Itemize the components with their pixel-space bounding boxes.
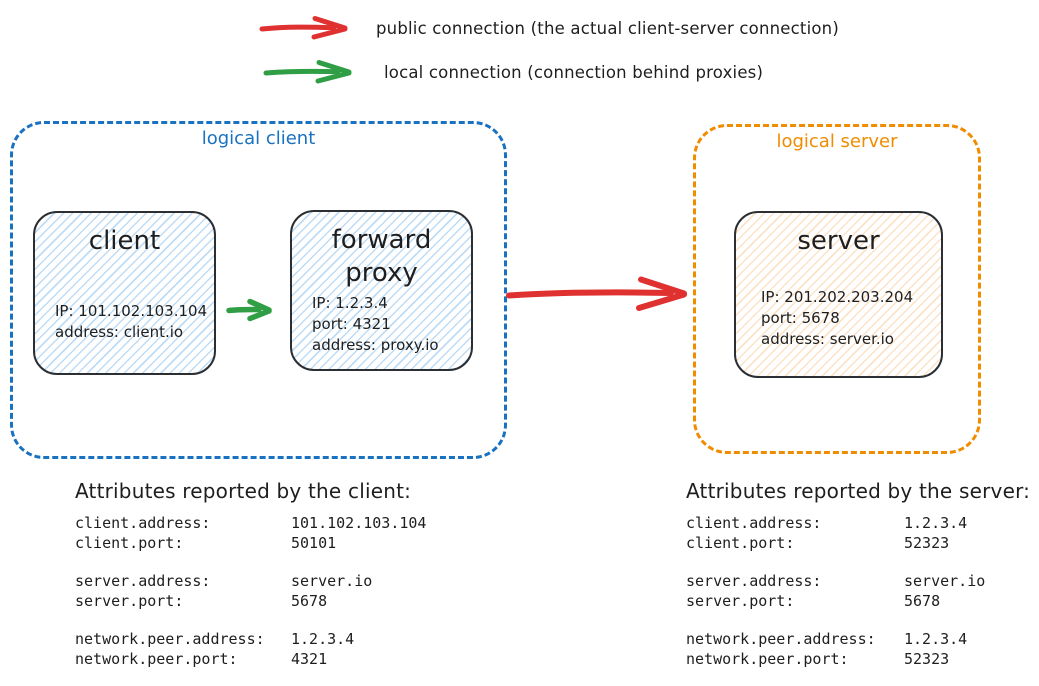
attribute-name: server.port:	[686, 591, 795, 610]
client-attributes-rows: client.address: 101.102.103.104 client.p…	[75, 514, 426, 669]
client-node: client IP: 101.102.103.104 address: clie…	[33, 211, 216, 375]
attribute-name: client.port:	[686, 533, 795, 552]
attribute-value: server.io	[291, 572, 373, 590]
network-peer-group: network.peer.address: 1.2.3.4 network.pe…	[686, 630, 1030, 669]
server-attributes-rows: client.address: 1.2.3.4 client.port: 523…	[686, 514, 1030, 669]
proxy-port-line: port: 4321	[312, 315, 391, 333]
attribute-row: network.peer.address: 1.2.3.4	[75, 630, 426, 650]
client-attributes-panel: Attributes reported by the client: clien…	[75, 479, 426, 669]
attribute-value: 52323	[904, 533, 950, 552]
forward-proxy-node-title: forward proxy	[331, 225, 432, 288]
attribute-row: server.address: server.io	[686, 572, 1030, 592]
proxy-address-line: address: proxy.io	[312, 336, 439, 354]
attribute-row: client.port: 50101	[75, 534, 426, 554]
client-to-proxy-arrow-icon	[226, 298, 272, 322]
client-address-line: address: client.io	[55, 323, 184, 341]
attribute-name: network.peer.port:	[75, 649, 238, 668]
client-attributes-title: Attributes reported by the client:	[75, 479, 412, 503]
attribute-row: server.address: server.io	[75, 572, 426, 592]
attribute-row: network.peer.port: 52323	[686, 650, 1030, 670]
attribute-name: client.port:	[75, 533, 184, 552]
client-node-details: IP: 101.102.103.104 address: client.io	[55, 301, 207, 343]
logical-client-group: logical client client IP: 101.102.103.10…	[10, 121, 507, 459]
client-address-group: client.address: 1.2.3.4 client.port: 523…	[686, 514, 1030, 553]
attribute-value: 5678	[904, 591, 941, 610]
attribute-value: 1.2.3.4	[904, 630, 968, 648]
attribute-value: 1.2.3.4	[291, 630, 355, 648]
forward-proxy-node-details: IP: 1.2.3.4 port: 4321 address: proxy.io	[312, 293, 439, 356]
server-node-details: IP: 201.202.203.204 port: 5678 address: …	[761, 287, 913, 350]
attribute-value: 4321	[291, 649, 328, 668]
server-address-group: server.address: server.io server.port: 5…	[686, 572, 1030, 611]
client-to-server-arrow-icon	[506, 276, 687, 311]
legend-public-label: public connection (the actual client-ser…	[376, 18, 839, 38]
attribute-value: 1.2.3.4	[904, 514, 968, 532]
attribute-name: network.peer.address:	[686, 630, 876, 648]
attribute-row: client.address: 101.102.103.104	[75, 514, 426, 534]
legend-item-public-connection: public connection (the actual client-ser…	[258, 15, 839, 41]
attribute-row: client.port: 52323	[686, 534, 1030, 554]
local-connection-arrow-icon	[263, 60, 352, 84]
attribute-value: server.io	[904, 572, 986, 590]
proxy-ip-line: IP: 1.2.3.4	[312, 294, 388, 312]
legend-local-label: local connection (connection behind prox…	[384, 62, 764, 82]
attribute-name: client.address:	[75, 514, 211, 532]
attribute-name: network.peer.port:	[686, 649, 849, 668]
client-ip-line: IP: 101.102.103.104	[55, 302, 208, 320]
attribute-value: 5678	[291, 591, 328, 610]
attribute-name: server.port:	[75, 591, 184, 610]
attribute-value: 52323	[904, 649, 950, 668]
server-node-title: server	[797, 226, 880, 256]
server-node: server IP: 201.202.203.204 port: 5678 ad…	[734, 211, 943, 378]
attribute-name: client.address:	[686, 514, 822, 532]
server-attributes-panel: Attributes reported by the server: clien…	[686, 479, 1030, 669]
attribute-row: client.address: 1.2.3.4	[686, 514, 1030, 534]
attribute-row: server.port: 5678	[75, 592, 426, 612]
logical-server-label: logical server	[776, 131, 898, 152]
server-attributes-title: Attributes reported by the server:	[686, 479, 1031, 503]
logical-client-label: logical client	[201, 128, 316, 149]
server-address-line: address: server.io	[761, 330, 894, 348]
client-address-group: client.address: 101.102.103.104 client.p…	[75, 514, 426, 553]
attribute-value: 101.102.103.104	[291, 514, 427, 532]
server-port-line: port: 5678	[761, 309, 840, 327]
attribute-row: network.peer.port: 4321	[75, 650, 426, 670]
attribute-name: network.peer.address:	[75, 630, 265, 648]
server-address-group: server.address: server.io server.port: 5…	[75, 572, 426, 611]
attribute-name: server.address:	[686, 572, 822, 590]
attribute-row: network.peer.address: 1.2.3.4	[686, 630, 1030, 650]
forward-proxy-node: forward proxy IP: 1.2.3.4 port: 4321 add…	[290, 210, 473, 371]
legend-item-local-connection: local connection (connection behind prox…	[262, 59, 763, 85]
logical-server-group: logical server server IP: 201.202.203.20…	[693, 124, 981, 454]
server-ip-line: IP: 201.202.203.204	[761, 288, 914, 306]
attribute-value: 50101	[291, 533, 337, 552]
client-node-title: client	[88, 226, 161, 256]
public-connection-arrow-icon	[259, 16, 348, 40]
network-peer-group: network.peer.address: 1.2.3.4 network.pe…	[75, 630, 426, 669]
attribute-name: server.address:	[75, 572, 211, 590]
attribute-row: server.port: 5678	[686, 592, 1030, 612]
